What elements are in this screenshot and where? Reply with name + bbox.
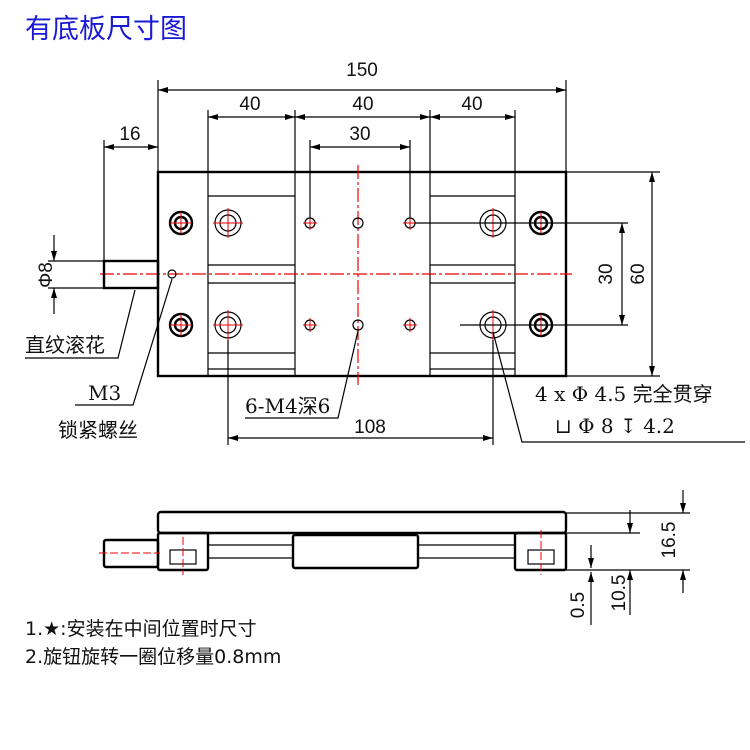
label-lock-screw: 锁紧螺丝 — [58, 418, 138, 442]
knob — [102, 259, 160, 290]
dim-mount-pitch: 108 — [354, 417, 386, 438]
dim-width: 60 — [628, 263, 649, 284]
label-m3: M3 — [88, 381, 121, 405]
dim-row-pitch: 30 — [596, 263, 617, 284]
dim-overall: 150 — [346, 60, 378, 81]
dim-span-left: 40 — [239, 94, 260, 115]
dim-span-mid: 40 — [352, 94, 373, 115]
dim-gap: 0.5 — [568, 592, 589, 618]
dim-hole-pitch: 30 — [349, 124, 370, 145]
drawing-title: 有底板尺寸图 — [25, 14, 187, 45]
label-through-hole: 4 x Φ 4.5 完全贯穿 — [535, 382, 713, 406]
dim-base: 10.5 — [609, 575, 630, 612]
note-2: 2.旋钮旋转一圈位移量0.8mm — [25, 646, 281, 668]
dimension-lines — [25, 80, 745, 445]
side-view: 16.5 10.5 0.5 — [99, 490, 690, 625]
dim-knob-length: 16 — [119, 124, 140, 145]
note-1: 1.★:安装在中间位置时尺寸 — [25, 618, 257, 640]
rail-columns — [207, 172, 516, 376]
label-counterbore: ⊔ Φ 8 ↧ 4.2 — [555, 414, 675, 438]
top-plate — [156, 510, 568, 535]
dim-knob-diameter: Φ8 — [36, 262, 57, 288]
side-dimension-lines — [566, 490, 690, 625]
top-view: 150 40 40 40 30 16 Φ8 30 60 108 直纹滚花 M3 … — [25, 60, 745, 445]
dim-span-right: 40 — [461, 94, 482, 115]
label-tapped-holes: 6-M4深6 — [245, 394, 330, 418]
dim-height: 16.5 — [659, 522, 680, 559]
holes — [167, 208, 554, 340]
base-body — [156, 531, 568, 572]
label-knurl: 直纹滚花 — [25, 333, 105, 357]
